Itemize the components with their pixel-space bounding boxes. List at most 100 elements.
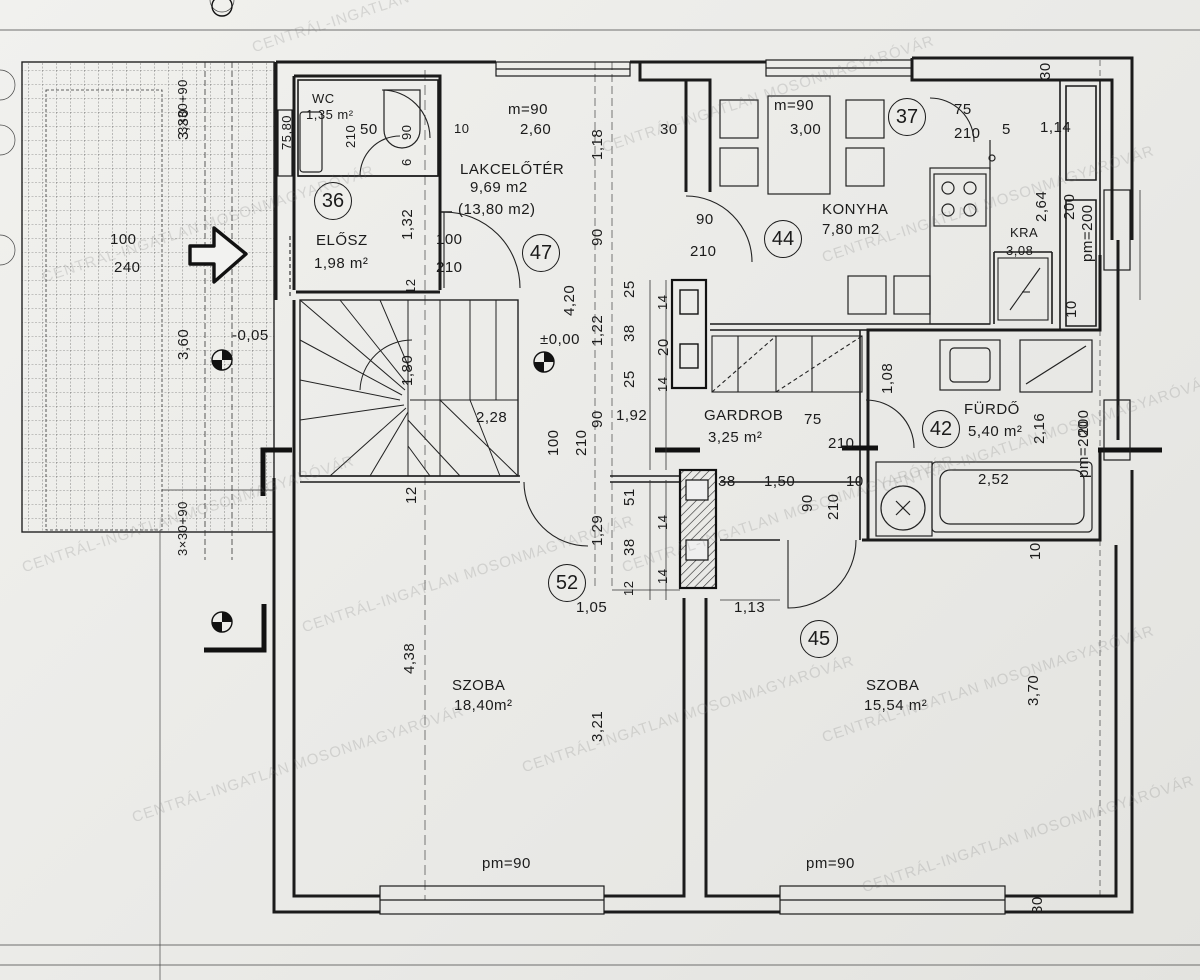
dim-label: 14 [655,376,670,392]
dimension-ticks [612,190,1141,601]
eloter-name: LAKCELŐTÉR [460,161,565,178]
room-number-52: 52 [548,564,586,602]
windows [277,59,1131,915]
room-number-47: 47 [522,234,560,272]
wc-fixtures [299,89,421,173]
dim-label: 90 [589,410,606,428]
konyha-name: KONYHA [822,201,889,218]
dim-label: 12 [403,278,418,294]
level-label: ±0,00 [540,331,580,348]
dim-label: 10 [454,121,470,136]
dim-label: 1,13 [734,599,766,616]
dim-label: 90 [589,228,606,246]
dim-label: 50 [360,121,378,138]
dim-label: 12 [403,486,420,504]
dim-label: 1,92 [616,407,648,424]
dim-label: 14 [655,514,670,530]
dim-label: 100 [436,231,463,248]
szoba2-sill: pm=90 [806,855,855,872]
dim-label: 10 [1027,542,1044,560]
room-number-42: 42 [922,410,960,448]
dim-label: 6 [399,158,414,166]
room-number-37: 37 [888,98,926,136]
szoba2-area: 15,54 m² [864,697,928,714]
dim-label: 100 [545,429,562,456]
terrace [21,61,275,560]
dim-label: 5 [1002,121,1011,138]
dim-label: 25 [621,370,638,388]
dim-label: 14 [655,568,670,584]
dim-label: 1,05 [576,599,608,616]
dim-label: 1,22 [589,314,606,346]
szoba1-name: SZOBA [452,677,506,694]
kamra-area: 3,08 [1006,243,1034,258]
dim-label: 1,08 [879,362,896,394]
room-number-36: 36 [314,182,352,220]
dim-label: 30 [1037,62,1054,80]
level-markers [211,0,555,633]
dim-label: 14 [655,294,670,310]
kitchen-fixtures [719,95,996,325]
dim-label: 2,52 [978,471,1010,488]
wc-name: WC [312,91,335,106]
kamra-name: KRA [1010,225,1039,240]
pantry-fixture [997,257,1049,321]
staircase [299,299,519,477]
dim-label: 1,14 [1040,119,1072,136]
dim-label: 90 [399,124,414,140]
entrance-arrow [188,226,248,284]
dim-label: 90 [696,211,714,228]
eloter-area: 9,69 m2 [470,179,528,196]
dim-label: 38 [621,538,638,556]
dim-label: 30 [1029,896,1046,914]
dim-label: 210 [954,125,981,142]
dim-label: 38 [621,324,638,342]
dim-label: 20 [655,338,672,356]
dim-label: 1,32 [399,208,416,240]
dim-label: 210 [690,243,717,260]
szoba2-name: SZOBA [866,677,920,694]
dim-label: 3×30+90 [175,79,190,134]
konyha-area: 7,80 m2 [822,221,880,238]
dim-label: 240 [114,259,141,276]
dim-label: m=90 [774,97,814,114]
dim-label: 1,50 [764,473,796,490]
dim-label: m=90 [508,101,548,118]
wardrobe-shelves [711,335,863,393]
elosz-area: 1,98 m² [314,255,369,272]
furdo-area: 5,40 m² [968,423,1023,440]
dim-label: 2,28 [476,409,508,426]
chimney [670,278,718,590]
bathroom-fixtures [875,339,1093,537]
dim-label: 51 [621,488,638,506]
dim-label: 100 [110,231,137,248]
elosz-name: ELŐSZ [316,232,368,249]
room-number-44: 44 [764,220,802,258]
dim-label: 210 [828,435,855,452]
dim-label: 200 [1061,193,1078,220]
furdo-name: FÜRDŐ [964,401,1020,418]
dim-label: 210 [436,259,463,276]
dim-label: 75 [804,411,822,428]
dim-label: 38 [718,473,736,490]
dim-label: 30 [660,121,678,138]
dim-label: 10 [1063,300,1080,318]
room-number-45: 45 [800,620,838,658]
dim-label: 25 [621,280,638,298]
dim-label: 75 [954,101,972,118]
szoba1-area: 18,40m² [454,697,513,714]
dim-label: 1,80 [399,354,416,386]
dim-label: 12 [621,580,636,596]
wc-area: 1,35 m² [306,107,354,122]
dim-label: 3,00 [790,121,822,138]
door-swings [289,89,975,609]
dim-label: 2,60 [520,121,552,138]
dim-label: 210 [343,124,358,148]
level-label: -0,05 [232,327,269,344]
dim-label: 4,20 [561,284,578,316]
gardrob-area: 3,25 m² [708,429,763,446]
szoba1-sill: pm=90 [482,855,531,872]
